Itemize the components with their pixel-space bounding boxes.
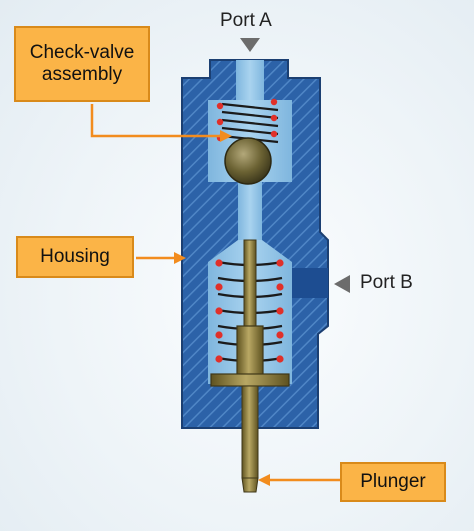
- port-a-arrow: [240, 38, 260, 52]
- plunger-tip: [241, 477, 259, 493]
- housing-label: Housing: [16, 236, 134, 278]
- check-valve-spring: [221, 102, 279, 144]
- callout-lines: [90, 104, 340, 482]
- plunger-arrowhead: [258, 474, 270, 486]
- check-valve-label-line2: assembly: [41, 64, 123, 85]
- port-a-channel: [236, 60, 264, 102]
- check-valve-assembly-label: Check-valve assembly: [14, 26, 150, 102]
- check-valve-arrowhead: [220, 130, 232, 142]
- check-valve-callout-line: [90, 104, 224, 138]
- plunger-label: Plunger: [340, 462, 446, 502]
- check-valve-ball: [224, 137, 272, 185]
- plunger-spring-dots: [215, 259, 284, 363]
- housing-arrowhead: [174, 252, 186, 264]
- plunger-body: [236, 325, 264, 377]
- middle-passage: [238, 182, 262, 240]
- port-a-label: Port A: [220, 10, 272, 31]
- port-b-channel: [292, 268, 328, 298]
- callout-arrowheads: [174, 130, 270, 486]
- port-b-label: Port B: [360, 272, 413, 293]
- plunger-rod-lower: [241, 385, 259, 479]
- port-b-arrow: [334, 275, 350, 293]
- plunger-flange: [210, 373, 290, 387]
- check-valve-label-line1: Check-valve: [29, 42, 135, 63]
- plunger-rod-upper: [243, 239, 257, 329]
